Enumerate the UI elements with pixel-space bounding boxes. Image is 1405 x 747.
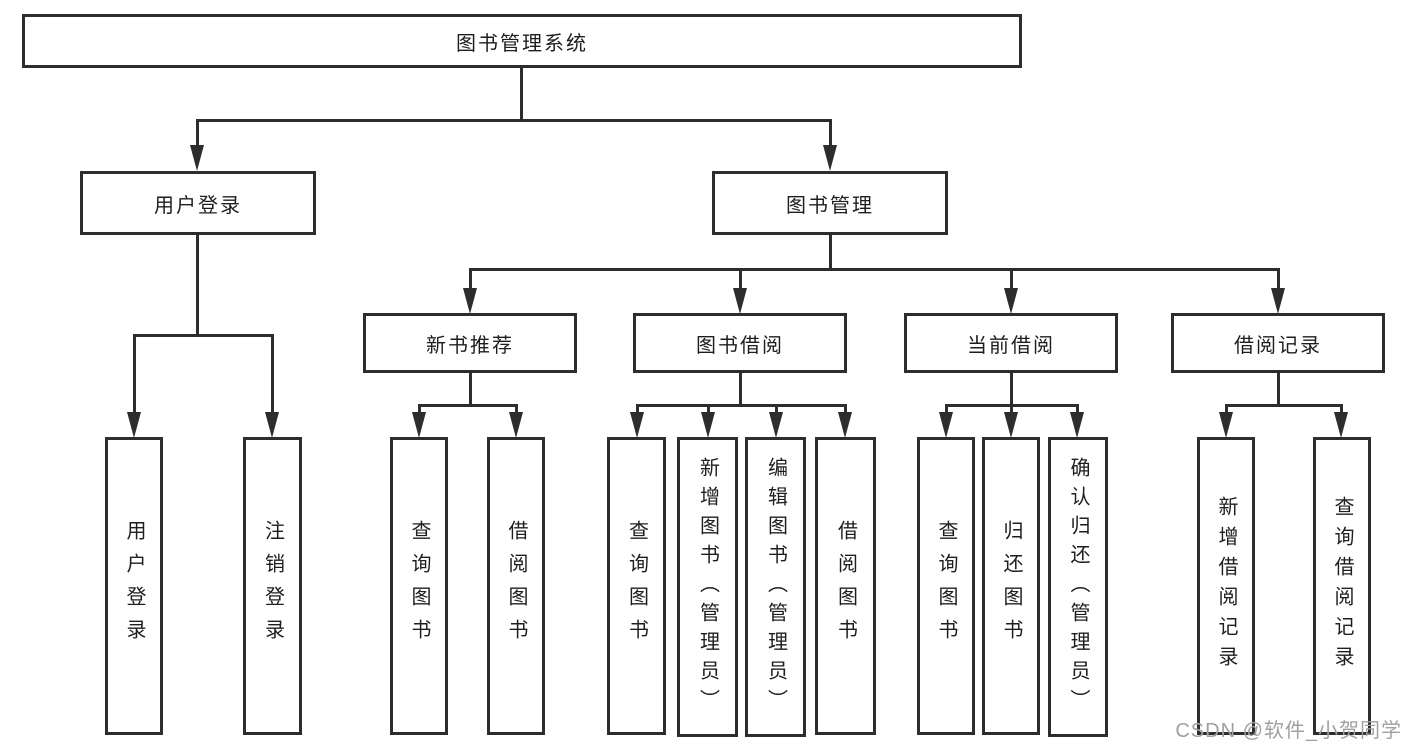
leaf-user-login: 用户登录 [105,437,163,735]
connector-line [1277,373,1280,406]
connector-line [1010,268,1013,290]
arrow-down-icon [823,145,837,171]
arrow-down-icon [1004,412,1018,438]
leaf-logout-label: 注销登录 [261,520,284,652]
connector-line [515,404,518,414]
leaf-newbook-borrow-label: 借阅图书 [505,520,527,652]
leaf-current-query-label: 查询图书 [935,520,957,652]
connector-line [133,334,136,414]
connector-line [1225,404,1228,414]
node-new-book-recommend: 新书推荐 [363,313,577,373]
arrow-down-icon [509,412,523,438]
connector-line [196,119,199,147]
arrow-down-icon [265,412,279,438]
leaf-current-return: 归还图书 [982,437,1040,735]
node-borrow-records: 借阅记录 [1171,313,1385,373]
connector-line [636,404,847,407]
arrow-down-icon [1271,288,1285,314]
arrow-down-icon [412,412,426,438]
leaf-logout: 注销登录 [243,437,302,735]
connector-line [739,373,742,406]
connector-line [1010,373,1013,406]
leaf-records-query-label: 查询借阅记录 [1331,496,1353,676]
arrow-down-icon [733,288,747,314]
connector-line [829,119,832,147]
connector-line [1340,404,1343,414]
connector-line [133,334,274,337]
connector-line [739,268,742,290]
connector-line [1076,404,1079,414]
arrow-down-icon [939,412,953,438]
leaf-borrow-query: 查询图书 [607,437,666,735]
node-user-login: 用户登录 [80,171,316,235]
arrow-down-icon [1334,412,1348,438]
leaf-records-query: 查询借阅记录 [1313,437,1371,735]
arrow-down-icon [838,412,852,438]
leaf-current-query: 查询图书 [917,437,975,735]
watermark: CSDN @软件_小贺同学 [1175,720,1402,742]
leaf-newbook-query-label: 查询图书 [408,520,430,652]
arrow-down-icon [127,412,141,438]
connector-line [418,404,421,414]
node-current-borrow: 当前借阅 [904,313,1118,373]
arrow-down-icon [190,145,204,171]
arrow-down-icon [769,412,783,438]
leaf-records-add: 新增借阅记录 [1197,437,1255,735]
node-book-borrow: 图书借阅 [633,313,847,373]
leaf-borrow-edit-label: 编辑图书（管理员） [764,456,787,718]
connector-line [707,404,710,414]
leaf-borrow-borrow-label: 借阅图书 [834,520,857,652]
leaf-newbook-query: 查询图书 [390,437,448,735]
connector-line [196,119,832,122]
leaf-current-return-label: 归还图书 [1000,520,1022,652]
connector-line [1225,404,1343,407]
leaf-current-confirm-label: 确认归还（管理员） [1067,456,1089,718]
arrow-down-icon [630,412,644,438]
leaf-current-confirm: 确认归还（管理员） [1048,437,1108,737]
leaf-user-login-label: 用户登录 [123,520,145,652]
leaf-borrow-edit: 编辑图书（管理员） [745,437,806,737]
connector-line [844,404,847,414]
connector-line [520,68,523,121]
arrow-down-icon [1070,412,1084,438]
leaf-borrow-add: 新增图书（管理员） [677,437,738,737]
connector-line [775,404,778,414]
arrow-down-icon [1004,288,1018,314]
connector-line [945,404,948,414]
connector-line [1010,404,1013,414]
arrow-down-icon [701,412,715,438]
connector-line [469,268,472,290]
leaf-borrow-add-label: 新增图书（管理员） [696,456,719,718]
leaf-records-add-label: 新增借阅记录 [1215,496,1237,676]
connector-line [469,268,1280,271]
connector-line [469,373,472,406]
connector-line [418,404,518,407]
connector-line [829,235,832,270]
connector-line [271,334,274,414]
leaf-borrow-borrow: 借阅图书 [815,437,876,735]
arrow-down-icon [1219,412,1233,438]
connector-line [636,404,639,414]
node-root: 图书管理系统 [22,14,1022,68]
node-book-management: 图书管理 [712,171,948,235]
arrow-down-icon [463,288,477,314]
connector-line [1277,268,1280,290]
leaf-borrow-query-label: 查询图书 [625,520,648,652]
connector-line [196,235,199,336]
leaf-newbook-borrow: 借阅图书 [487,437,545,735]
